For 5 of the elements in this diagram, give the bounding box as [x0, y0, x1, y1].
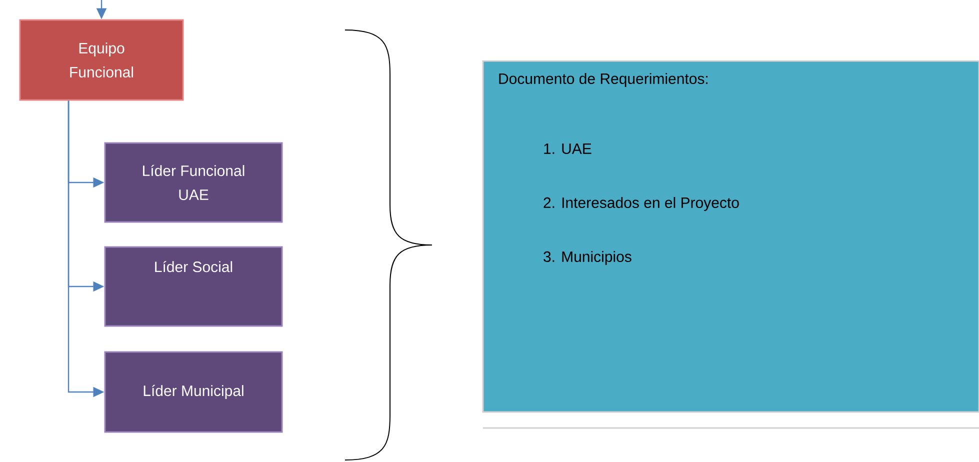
role-box: Líder Funcional UAE [104, 142, 283, 223]
document-box: Documento de Requerimientos: 1. UAE 2. Interesados en el Proyecto 3. Municipios [482, 60, 979, 413]
role-box: Equipo Funcional [19, 19, 184, 101]
role-box: Líder Social [104, 246, 283, 327]
role-box: Líder Municipal [104, 351, 283, 433]
